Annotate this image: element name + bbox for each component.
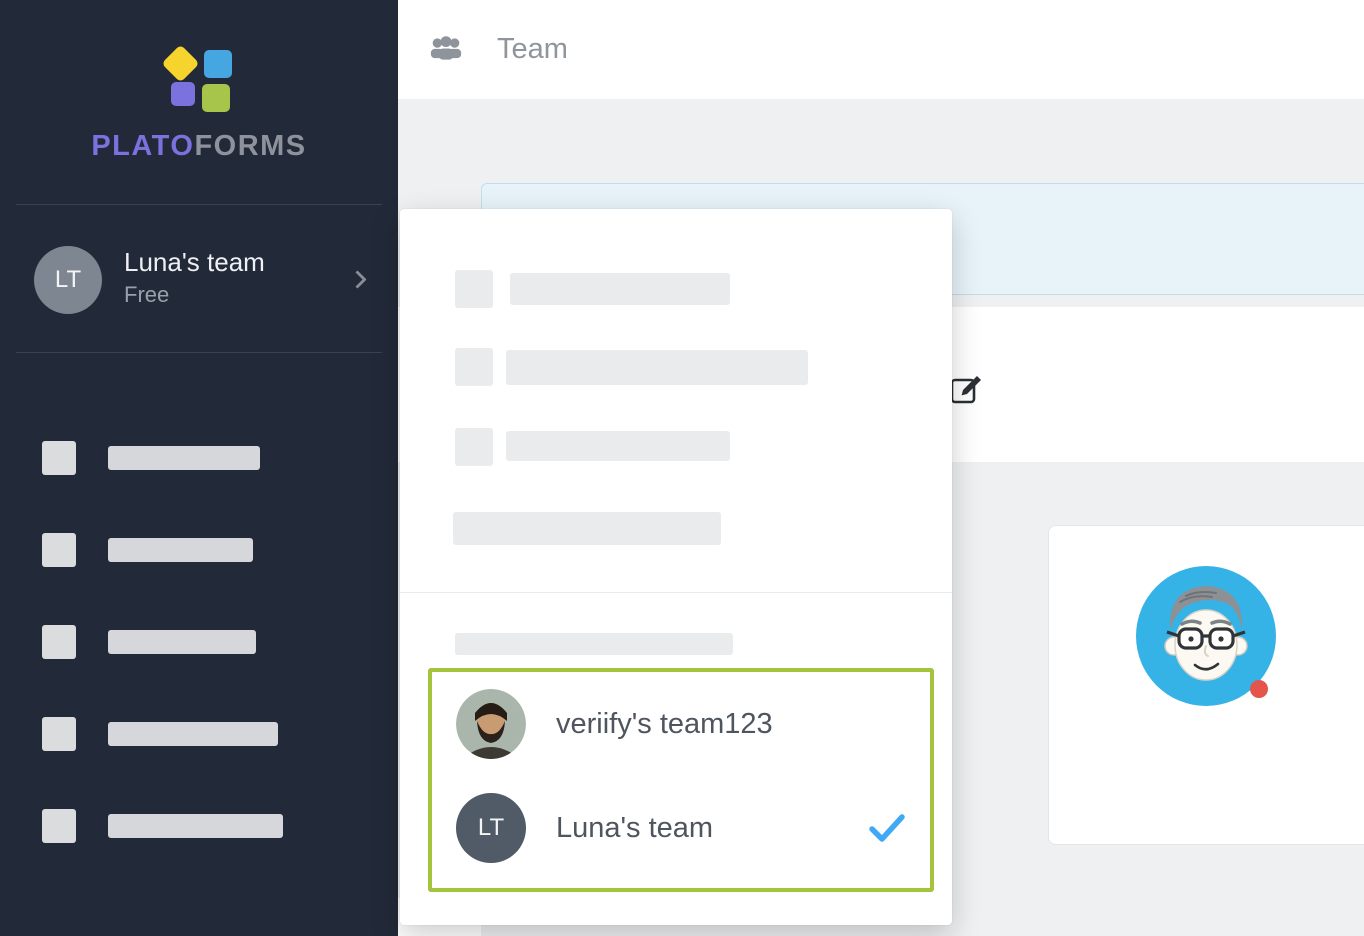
menu-label-placeholder: [108, 446, 260, 470]
status-dot: [1250, 680, 1268, 698]
dropdown-label-placeholder[interactable]: [506, 431, 730, 461]
sidebar: PLATOFORMS LT Luna's team Free: [0, 0, 398, 936]
dropdown-icon-placeholder: [455, 270, 493, 308]
menu-label-placeholder: [108, 814, 283, 838]
logo-blue-square: [204, 50, 232, 78]
brand-secondary: FORMS: [194, 130, 307, 162]
dropdown-icon-placeholder: [455, 428, 493, 466]
menu-icon-placeholder: [42, 717, 76, 751]
sidebar-divider: [16, 204, 382, 205]
menu-icon-placeholder: [42, 625, 76, 659]
dropdown-label-placeholder[interactable]: [453, 512, 721, 545]
member-card: [1048, 525, 1364, 845]
dropdown-label-placeholder[interactable]: [506, 350, 808, 385]
sidebar-item-placeholder[interactable]: [42, 625, 358, 659]
team-option-label: veriify's team123: [556, 707, 773, 740]
team-option-veriify[interactable]: veriify's team123: [432, 672, 930, 776]
platoforms-logo-icon: [161, 42, 239, 114]
menu-icon-placeholder: [42, 809, 76, 843]
cartoon-man-glasses-icon: [1136, 566, 1276, 706]
bearded-man-avatar: [456, 689, 526, 759]
team-switcher-dropdown: veriify's team123 LT Luna's team: [400, 209, 952, 925]
logo-diamond-shape: [161, 44, 200, 83]
brand-wordmark: PLATOFORMS: [0, 130, 398, 163]
team-initials-avatar: LT: [456, 793, 526, 863]
dropdown-divider: [400, 592, 952, 593]
sidebar-item-placeholder[interactable]: [42, 441, 358, 475]
sidebar-item-placeholder[interactable]: [42, 533, 358, 567]
team-option-luna[interactable]: LT Luna's team: [432, 776, 930, 880]
page-header: Team: [398, 0, 1364, 99]
menu-icon-placeholder: [42, 441, 76, 475]
member-avatar: [1136, 566, 1276, 706]
menu-label-placeholder: [108, 630, 256, 654]
team-select-group: veriify's team123 LT Luna's team: [428, 668, 934, 892]
team-name: Luna's team: [124, 247, 265, 277]
users-icon: [430, 36, 462, 60]
dropdown-label-placeholder[interactable]: [510, 273, 730, 305]
page-title: Team: [497, 33, 568, 65]
menu-label-placeholder: [108, 722, 278, 746]
sidebar-divider: [16, 352, 382, 353]
dropdown-section-title-placeholder: [455, 633, 733, 655]
logo-purple-square: [171, 82, 195, 106]
sidebar-item-placeholder[interactable]: [42, 809, 358, 843]
menu-label-placeholder: [108, 538, 253, 562]
team-avatar: LT: [34, 246, 102, 314]
dropdown-icon-placeholder: [455, 348, 493, 386]
team-plan-badge: Free: [124, 282, 170, 307]
team-option-label: Luna's team: [556, 811, 714, 844]
edit-pencil-icon[interactable]: [950, 373, 984, 405]
brand-primary: PLATO: [91, 130, 195, 162]
menu-icon-placeholder: [42, 533, 76, 567]
sidebar-item-placeholder[interactable]: [42, 717, 358, 751]
logo-green-square: [202, 84, 230, 112]
sidebar-menu: [42, 441, 358, 901]
team-switcher[interactable]: LT Luna's team Free: [34, 246, 378, 316]
chevron-right-icon: [348, 270, 367, 289]
checkmark-icon: [869, 814, 905, 842]
